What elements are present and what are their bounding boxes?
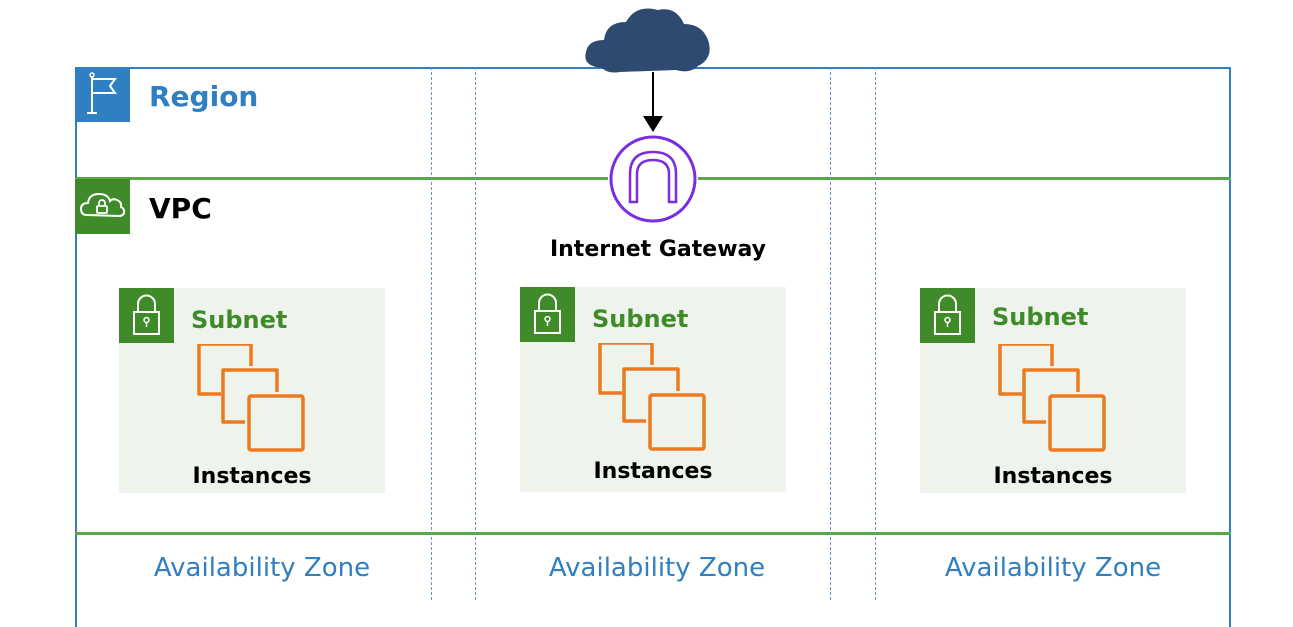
lock-icon — [520, 287, 575, 342]
flag-icon — [75, 67, 130, 122]
cloud-lock-icon — [75, 179, 130, 234]
vpc-bottom-border — [75, 532, 1231, 535]
instances-icon — [197, 344, 305, 452]
subnet-label: Subnet — [592, 305, 689, 333]
az-divider — [830, 67, 831, 600]
availability-zone-label: Availability Zone — [153, 553, 371, 583]
lock-icon — [920, 288, 975, 343]
instances-icon — [598, 343, 706, 451]
availability-zone-label: Availability Zone — [944, 553, 1162, 583]
cloud-icon — [585, 8, 710, 73]
az-divider — [875, 67, 876, 600]
region-label: Region — [149, 80, 259, 113]
subnet-box[interactable]: Subnet Instances — [920, 288, 1186, 493]
vpc-label: VPC — [149, 192, 212, 225]
instances-label: Instances — [593, 459, 713, 484]
internet-gateway[interactable] — [608, 134, 698, 224]
subnet-box[interactable]: Subnet Instances — [119, 288, 385, 493]
availability-zone-label: Availability Zone — [548, 553, 766, 583]
arrow-icon — [643, 72, 663, 132]
instances-icon — [998, 344, 1106, 452]
az-divider — [475, 67, 476, 600]
instances-label: Instances — [192, 464, 312, 489]
instances-label: Instances — [993, 464, 1113, 489]
subnet-box[interactable]: Subnet Instances — [520, 287, 786, 492]
az-divider — [431, 67, 432, 600]
subnet-label: Subnet — [992, 303, 1089, 331]
gateway-icon — [609, 135, 697, 223]
internet-gateway-label: Internet Gateway — [549, 237, 767, 262]
lock-icon — [119, 288, 174, 343]
subnet-label: Subnet — [191, 306, 288, 334]
